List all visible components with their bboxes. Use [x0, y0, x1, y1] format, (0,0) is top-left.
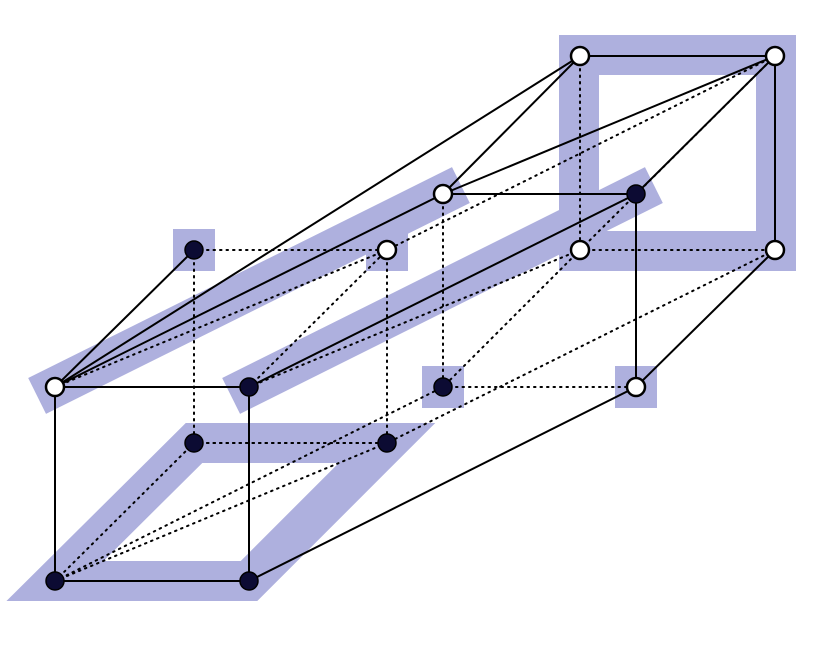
node-filled-q — [377, 433, 397, 453]
edge-dotted-fn — [248, 249, 388, 388]
edge-solid-ae — [54, 55, 581, 388]
node-layer — [44, 45, 786, 591]
edge-solid-hl — [248, 386, 637, 582]
node-open-e — [44, 376, 66, 398]
node-open-d — [764, 239, 786, 261]
node-open-l — [625, 376, 647, 398]
node-open-b — [764, 45, 786, 67]
edge-layer — [54, 55, 776, 582]
edge-dotted-en — [54, 249, 388, 388]
edge-solid-em — [54, 249, 195, 388]
node-filled-f — [239, 377, 259, 397]
edge-solid-ld — [635, 249, 776, 388]
node-open-n — [376, 239, 398, 261]
edge-dotted-gk — [54, 386, 444, 582]
node-filled-k — [433, 377, 453, 397]
edge-solid-bi — [442, 55, 776, 195]
node-filled-m — [184, 240, 204, 260]
node-filled-o — [184, 433, 204, 453]
edge-solid-ai — [442, 55, 581, 195]
edge-dotted-cf — [248, 249, 581, 388]
node-open-i — [432, 183, 454, 205]
node-filled-g — [45, 571, 65, 591]
edge-dotted-bc — [579, 55, 776, 251]
node-open-a — [569, 45, 591, 67]
node-filled-h — [239, 571, 259, 591]
edge-dotted-ck — [442, 249, 581, 388]
node-filled-j — [626, 184, 646, 204]
edge-dotted-dq — [386, 249, 776, 444]
edge-dotted-gq — [54, 442, 388, 582]
node-open-c — [569, 239, 591, 261]
edge-dotted-go — [54, 442, 195, 582]
edge-solid-fj — [248, 193, 637, 388]
edge-dotted-bn — [386, 55, 776, 251]
edge-solid-ei — [54, 193, 444, 388]
